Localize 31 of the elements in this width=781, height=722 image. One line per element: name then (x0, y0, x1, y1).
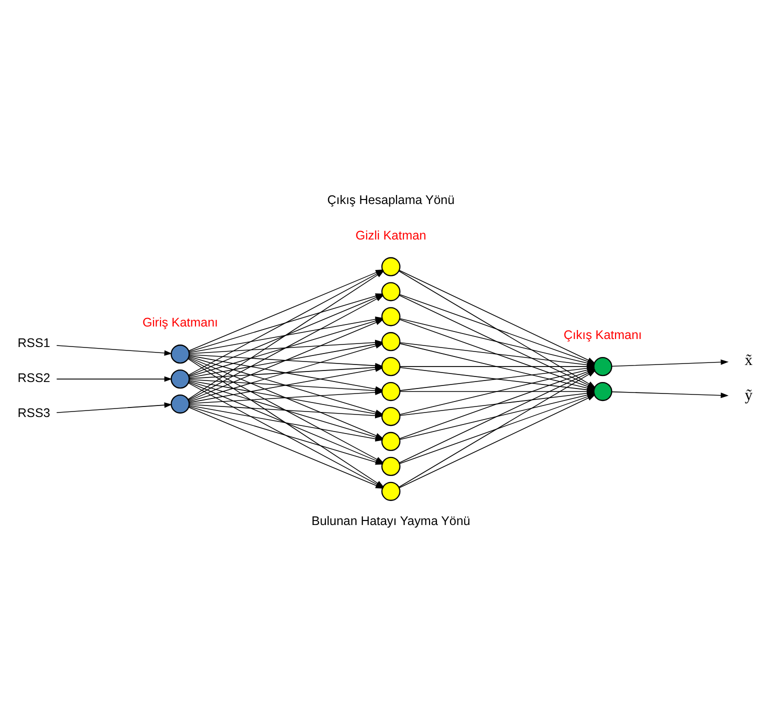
arrow (56, 344, 172, 356)
node-circle (381, 332, 400, 351)
node-text: x̃ (744, 352, 753, 369)
arrow (56, 376, 172, 382)
node-circle (381, 306, 400, 326)
node-circle (170, 369, 190, 388)
node-circle (381, 256, 400, 276)
node-circle (381, 282, 400, 301)
arrow (56, 402, 172, 413)
arrow (612, 358, 729, 366)
node-circle (381, 481, 400, 500)
node-circle (381, 381, 400, 401)
node-circle (593, 356, 612, 376)
node-text: ỹ (744, 386, 753, 404)
arrow (188, 389, 383, 404)
node-circle (593, 381, 612, 401)
label: Çıkış Hesaplama Yönü (327, 192, 455, 207)
node-text: RSS3 (18, 406, 50, 420)
node-circle (381, 406, 400, 426)
label: Gizli Katman (356, 228, 426, 242)
node-circle (381, 431, 400, 451)
label: Bulunan Hatayı Yayma Yönü (312, 513, 470, 528)
node-circle (170, 344, 190, 364)
node-circle (381, 456, 400, 476)
node-text: RSS1 (18, 335, 50, 350)
node-circle (381, 356, 400, 376)
arrow (612, 390, 729, 398)
node-circle (170, 394, 190, 414)
label: Giriş Katmanı (142, 315, 218, 330)
node-text: RSS2 (18, 370, 50, 385)
label: Çıkış Katmanı (564, 328, 642, 342)
